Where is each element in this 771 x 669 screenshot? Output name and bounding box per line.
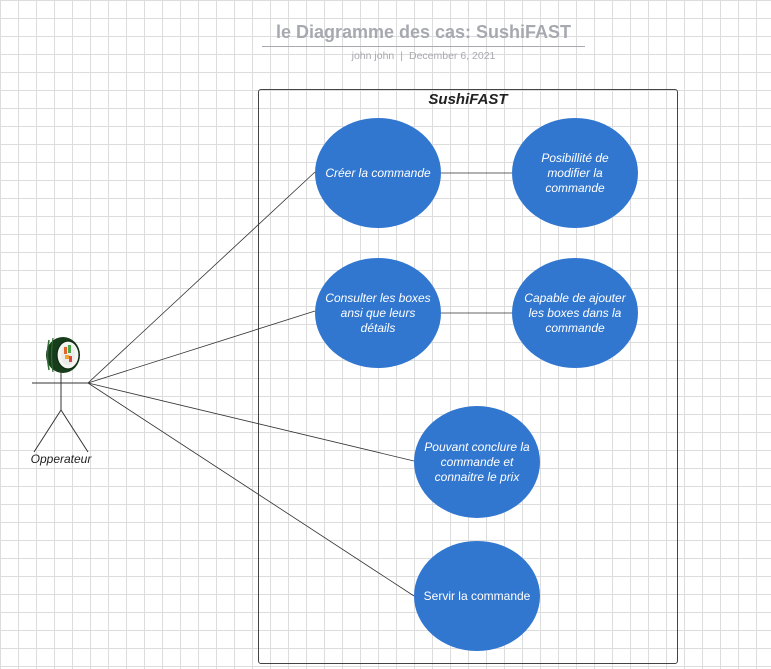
association-actor-conclure[interactable]: [87, 382, 415, 462]
author-name: john john: [351, 50, 395, 62]
actor-right-leg: [60, 409, 89, 453]
diagram-date: December 6, 2021: [408, 50, 496, 62]
actor-figure[interactable]: [32, 372, 90, 453]
usecase-creer-commande[interactable]: Créer la commande: [315, 118, 441, 228]
diagram-title: le Diagramme des cas: SushiFAST: [262, 20, 585, 47]
usecase-ajouter-boxes[interactable]: Capable de ajouter les boxes dans la com…: [512, 258, 638, 368]
usecase-possibilite-modifier[interactable]: Posibillité de modifier la commande: [512, 118, 638, 228]
usecase-servir-commande[interactable]: Servir la commande: [414, 541, 540, 651]
system-name: SushiFAST: [428, 91, 508, 108]
sushi-roll-icon: [46, 337, 80, 373]
meta-separator: |: [400, 50, 403, 62]
association-actor-servir[interactable]: [87, 382, 415, 597]
actor-label: Opperateur: [30, 452, 92, 466]
association-actor-creer[interactable]: [87, 171, 316, 384]
association-actor-consulter[interactable]: [87, 310, 316, 384]
diagram-meta: john john | December 6, 2021: [262, 50, 585, 62]
system-boundary[interactable]: SushiFAST: [258, 89, 678, 664]
actor-left-leg: [33, 409, 62, 453]
usecase-conclure-commande[interactable]: Pouvant conclure la commande et connaitr…: [414, 406, 540, 518]
usecase-consulter-boxes[interactable]: Consulter les boxes ansi que leurs détai…: [315, 258, 441, 368]
